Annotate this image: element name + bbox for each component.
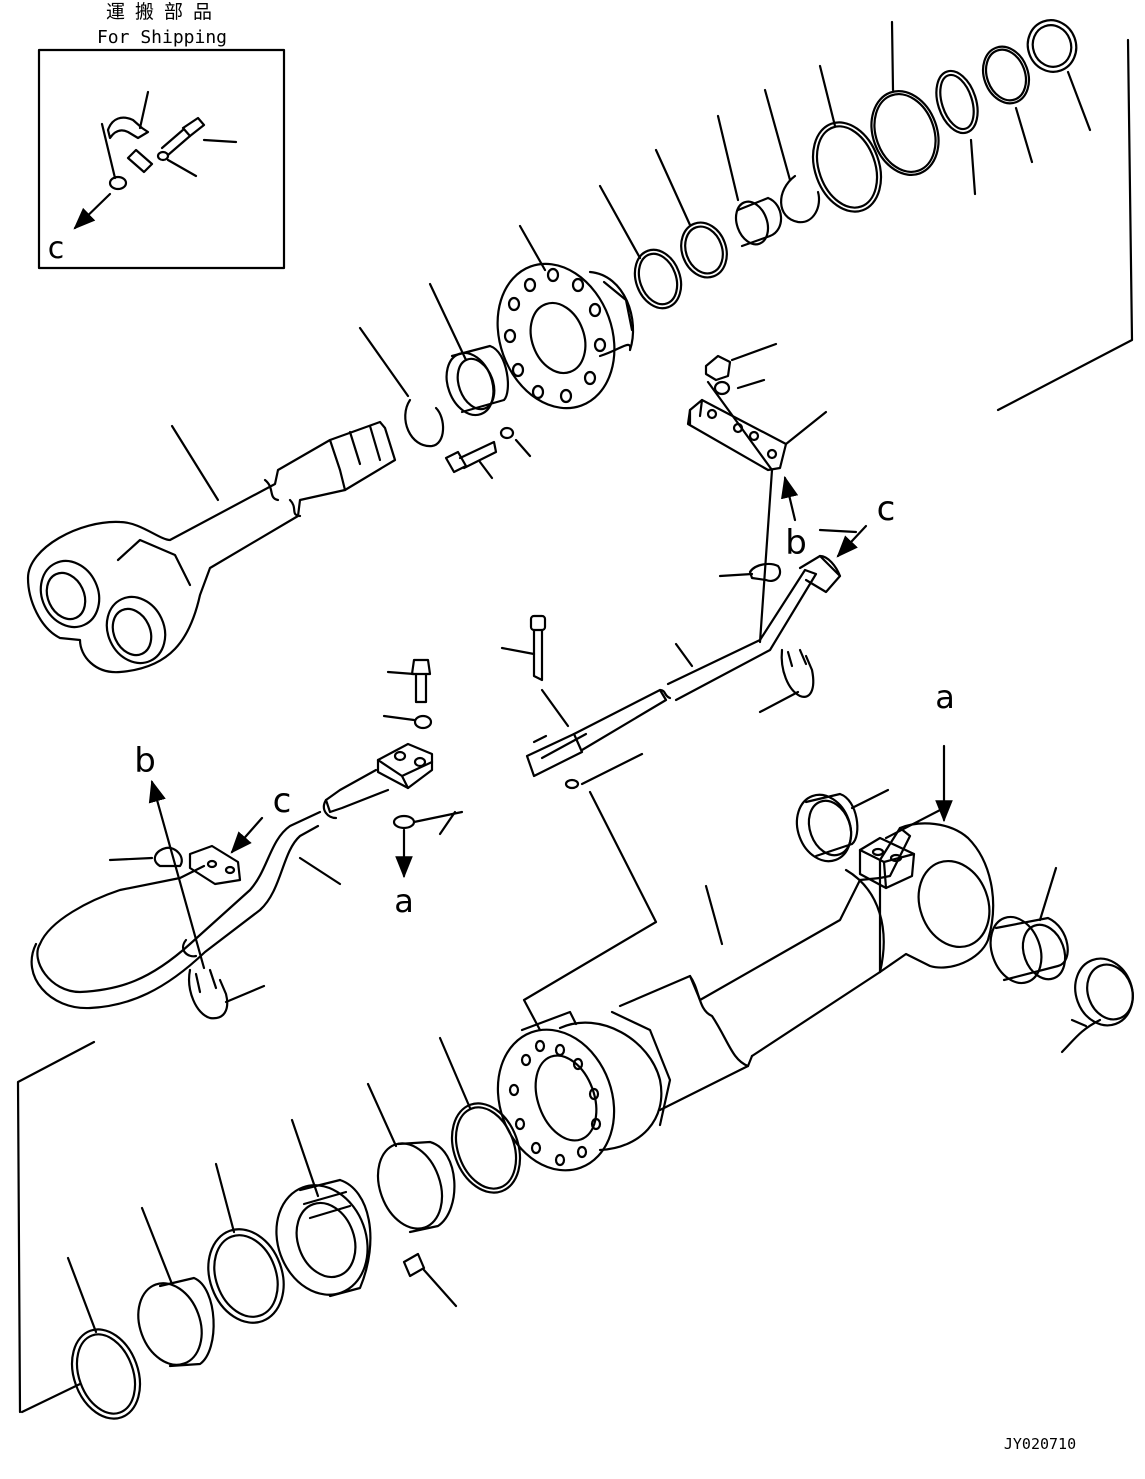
hydraulic-tube-lower [30, 658, 464, 1020]
callout-b-left: b [134, 741, 156, 781]
shipping-inset [37, 48, 286, 270]
rod-snap-ring [404, 398, 445, 448]
shipping-nut [126, 148, 154, 174]
callout-c-right: c [877, 489, 896, 529]
seal-rings-top [598, 19, 1092, 310]
shipping-frame [37, 48, 286, 270]
socket-bolt-upper [500, 614, 547, 682]
hydraulic-tube-upper [525, 380, 858, 790]
cylinder-head [496, 224, 635, 410]
piston-seals-bottom [20, 1036, 522, 1420]
shipping-washer [156, 150, 170, 162]
cylinder-tube [496, 822, 995, 1172]
clevis-bushings-right [989, 866, 1134, 1054]
callout-a-top: a [935, 678, 955, 716]
clamp-right [686, 342, 828, 522]
arrow-c-left [230, 816, 264, 854]
drawing-code: JY020710 [1004, 1435, 1076, 1453]
leader-frame-right [996, 38, 1134, 412]
callout-b-right: b [785, 523, 807, 563]
shipping-arrow-label: c [48, 231, 65, 266]
head-bolt [444, 426, 532, 480]
arrow-c-right [836, 524, 868, 558]
leader-frame-left [16, 1040, 96, 1414]
rod-bushing [428, 282, 510, 417]
piston-rod [26, 420, 397, 674]
clevis-bushing-top [795, 788, 890, 863]
shipping-bolt [160, 116, 206, 157]
shipping-title-jp: 運 搬 部 品 [106, 1, 214, 23]
callout-a-bottom: a [394, 882, 414, 920]
clip-part [106, 116, 150, 140]
shipping-title-en: For Shipping [97, 27, 227, 48]
shipping-oring [108, 175, 128, 191]
arrow-b-left [148, 779, 206, 970]
callout-c-left: c [273, 781, 292, 821]
shipping-arrow-c [73, 192, 112, 230]
